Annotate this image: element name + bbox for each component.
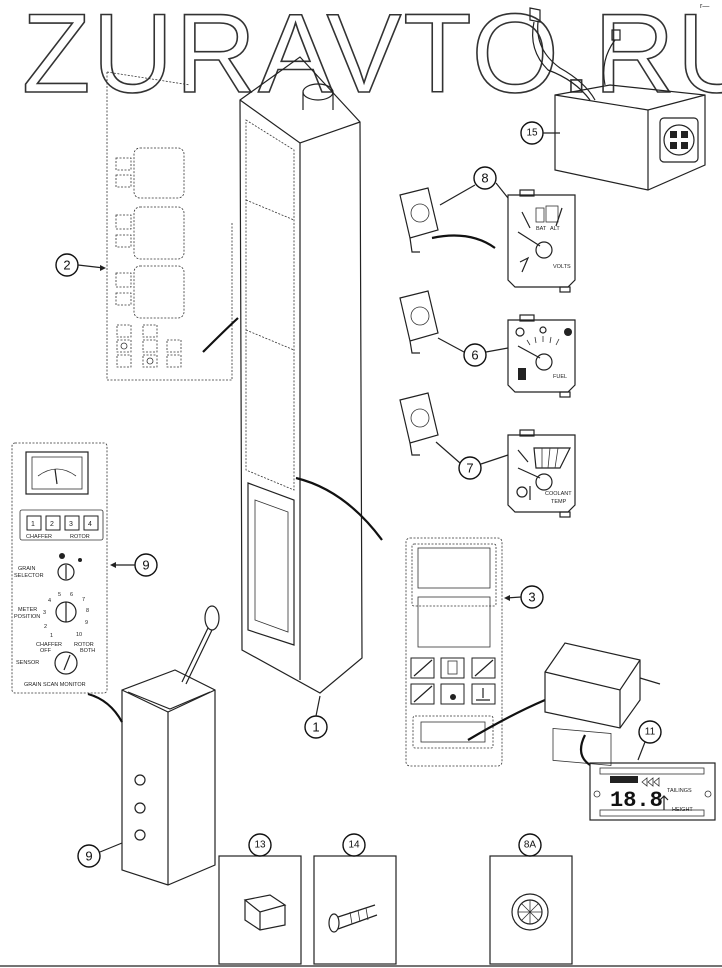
svg-text:11: 11 — [645, 727, 656, 738]
svg-text:POSITION: POSITION — [14, 614, 40, 620]
svg-text:7: 7 — [466, 461, 473, 476]
watermark: ZURAVTO.RU — [22, 0, 722, 116]
svg-text:2: 2 — [50, 521, 54, 528]
svg-text:BAT: BAT — [536, 226, 547, 232]
part-6-fuel-gauge: FUEL — [399, 290, 576, 398]
svg-text:9: 9 — [85, 849, 92, 864]
svg-text:8: 8 — [86, 608, 89, 614]
svg-text:CHAFFER: CHAFFER — [36, 642, 62, 648]
svg-text:3: 3 — [43, 610, 46, 616]
svg-text:SELECTOR: SELECTOR — [14, 573, 44, 579]
part-15-module — [529, 7, 706, 191]
part-8-volts-gauge: BAT ALT VOLTS — [399, 187, 576, 293]
part-9-control-box — [87, 605, 220, 886]
svg-text:5: 5 — [58, 592, 61, 598]
gauge-slot — [133, 206, 185, 260]
svg-text:1: 1 — [50, 633, 53, 639]
callout-8: 8 — [439, 166, 509, 206]
svg-text:9: 9 — [85, 620, 88, 626]
callout-13: 13 — [248, 833, 272, 857]
svg-text:ROTOR: ROTOR — [74, 642, 94, 648]
svg-text:TAILINGS: TAILINGS — [667, 788, 692, 794]
svg-text:4: 4 — [88, 521, 92, 528]
svg-text:6: 6 — [70, 592, 73, 598]
callout-8a: 8A — [518, 833, 542, 857]
svg-text:ROTOR: ROTOR — [70, 534, 90, 540]
svg-text:15: 15 — [526, 128, 538, 139]
svg-text:2: 2 — [63, 258, 70, 273]
svg-text:GRAIN: GRAIN — [18, 566, 35, 572]
callout-9-bottom: 9 — [77, 842, 123, 868]
svg-text:6: 6 — [471, 348, 478, 363]
svg-text:HEIGHT: HEIGHT — [672, 807, 693, 813]
svg-text:8: 8 — [481, 171, 488, 186]
part-14-box — [313, 855, 397, 965]
svg-text:1: 1 — [31, 521, 35, 528]
svg-text:SENSOR: SENSOR — [16, 660, 39, 666]
callout-6: 6 — [437, 337, 509, 367]
callout-2: 2 — [55, 253, 106, 277]
svg-text:1: 1 — [312, 720, 319, 735]
callout-9-top: 9 — [110, 553, 158, 577]
corner-mark: r— — [700, 3, 709, 10]
svg-text:10: 10 — [76, 632, 82, 638]
svg-text:VOLTS: VOLTS — [553, 264, 571, 270]
indicator-icon — [115, 157, 132, 171]
svg-text:BOTH: BOTH — [80, 648, 95, 654]
svg-text:13: 13 — [254, 840, 266, 851]
callout-7: 7 — [435, 441, 509, 480]
svg-text:FUEL: FUEL — [553, 374, 567, 380]
svg-text:18.8: 18.8 — [610, 788, 663, 813]
svg-text:COOLANT: COOLANT — [545, 491, 572, 497]
part-3-console-panel — [405, 537, 546, 767]
callout-3: 3 — [504, 585, 544, 609]
svg-text:7: 7 — [82, 597, 85, 603]
svg-text:GRAIN SCAN MONITOR: GRAIN SCAN MONITOR — [24, 682, 86, 688]
gauge-slot — [133, 147, 185, 199]
part-9-grain-scan-monitor-panel: 1 2 3 4 CHAFFER ROTOR GRAIN SELECTOR MET… — [11, 442, 108, 694]
gauge-slot — [133, 265, 185, 319]
svg-text:4: 4 — [48, 598, 51, 604]
indicator-icon — [115, 214, 132, 230]
svg-text:TEMP: TEMP — [551, 499, 567, 505]
part-8a-box — [489, 855, 573, 965]
part-11-display-module: 18.8 TAILINGS HEIGHT — [544, 642, 716, 821]
callout-1: 1 — [304, 695, 328, 739]
callout-11: 11 — [637, 720, 662, 761]
svg-text:OFF: OFF — [40, 648, 52, 654]
battery-icon — [115, 174, 132, 188]
svg-text:METER: METER — [18, 607, 37, 613]
indicator-icon — [115, 292, 132, 306]
svg-text:8A: 8A — [524, 840, 537, 851]
part-13-box — [218, 855, 302, 965]
part-2-indicator-panel — [106, 71, 239, 381]
svg-text:9: 9 — [142, 558, 149, 573]
callout-14: 14 — [342, 833, 366, 857]
callout-15: 15 — [520, 121, 560, 145]
part-7-coolant-gauge: COOLANT TEMP — [399, 392, 576, 518]
svg-text:ALT: ALT — [550, 226, 560, 232]
svg-text:3: 3 — [528, 590, 535, 605]
part-1-console-column — [239, 56, 383, 694]
svg-text:3: 3 — [69, 521, 73, 528]
svg-text:2: 2 — [44, 624, 47, 630]
svg-text:CHAFFER: CHAFFER — [26, 534, 52, 540]
indicator-icon — [115, 234, 132, 248]
svg-text:14: 14 — [348, 840, 360, 851]
indicator-icon — [115, 272, 132, 288]
